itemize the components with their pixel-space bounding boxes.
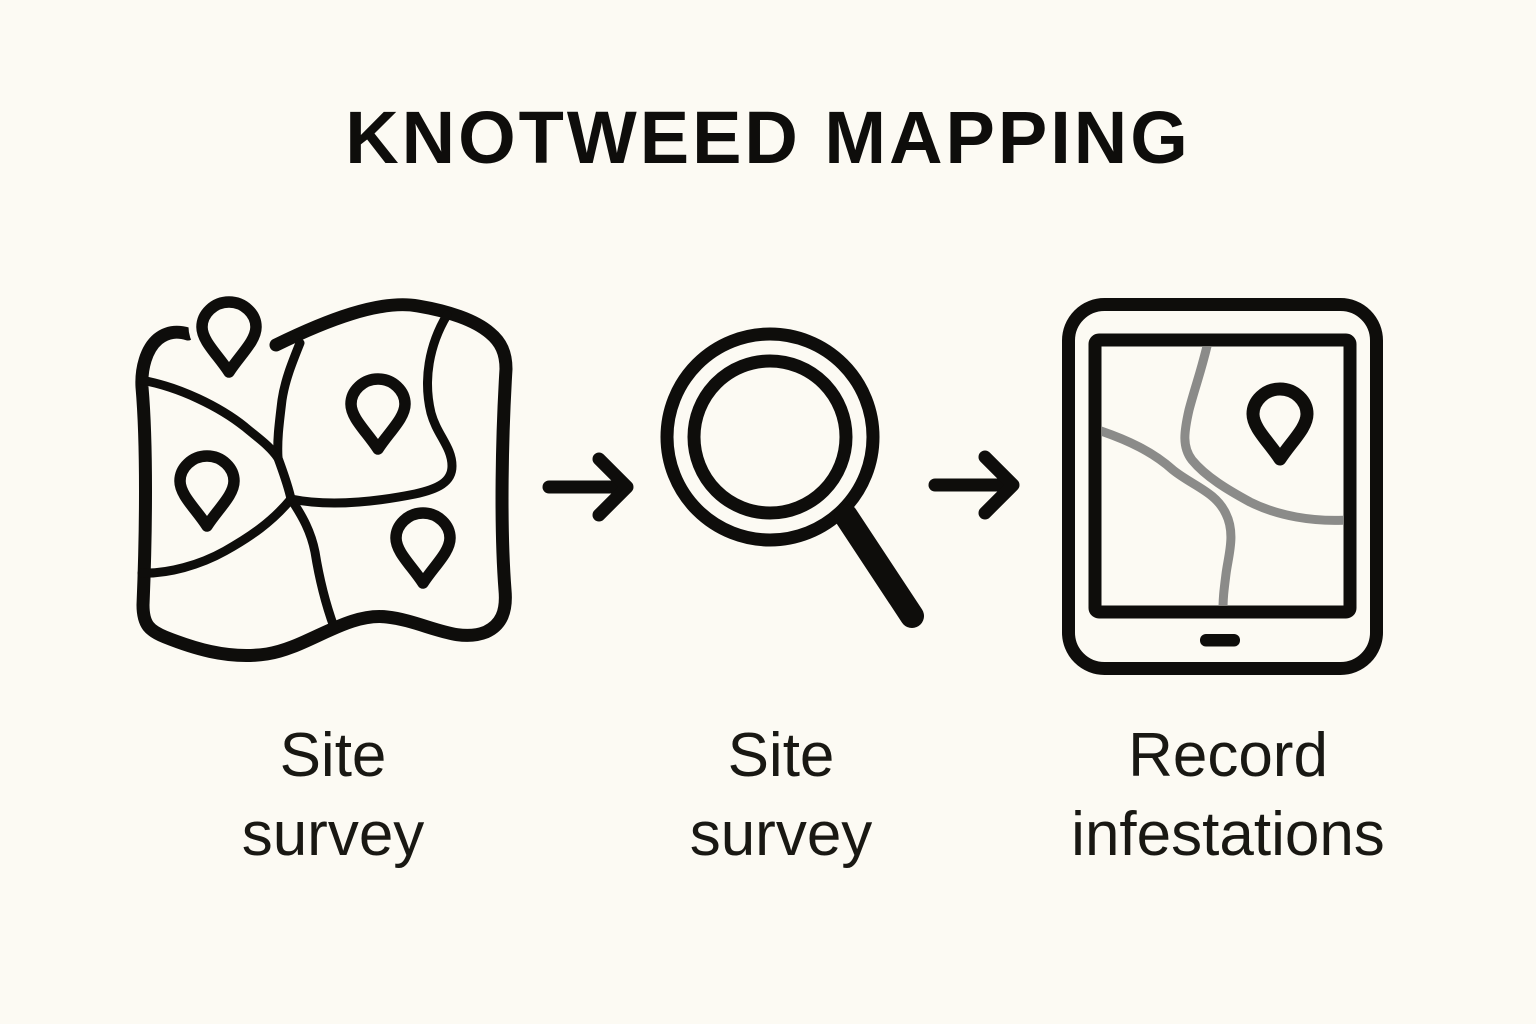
step-2-label: Site survey xyxy=(581,716,981,874)
magnifier-icon xyxy=(660,327,924,628)
step-1-label: Site survey xyxy=(133,716,533,874)
screen-routes xyxy=(1102,347,1343,605)
map-pin-2 xyxy=(351,379,405,449)
arrow-right-icon xyxy=(928,450,1020,520)
step-1-icon-box xyxy=(130,285,520,675)
page-title: KNOTWEED MAPPING xyxy=(345,96,1191,179)
tablet-home-button xyxy=(1200,634,1240,647)
map-with-pins-icon xyxy=(135,285,513,663)
step-label-line: Record xyxy=(1128,721,1328,790)
arrow-right-icon xyxy=(542,452,634,522)
arrow-2-box xyxy=(926,445,1026,525)
step-2-icon-box xyxy=(640,320,940,650)
step-label-line: Site xyxy=(727,721,835,790)
step-label-line: infestations xyxy=(1071,800,1385,869)
tablet-pin xyxy=(1253,389,1307,459)
step-label-line: survey xyxy=(241,800,425,869)
arrow-1-box xyxy=(540,447,640,527)
step-label-line: Site xyxy=(279,721,387,790)
step-label-line: survey xyxy=(689,800,873,869)
map-pin-4 xyxy=(396,513,450,583)
step-3-label: Record infestations xyxy=(1006,716,1450,874)
step-3-icon-box xyxy=(1058,292,1388,682)
tablet-map-icon xyxy=(1062,298,1383,675)
map-pin-1 xyxy=(202,302,256,372)
map-pin-3 xyxy=(180,456,234,526)
